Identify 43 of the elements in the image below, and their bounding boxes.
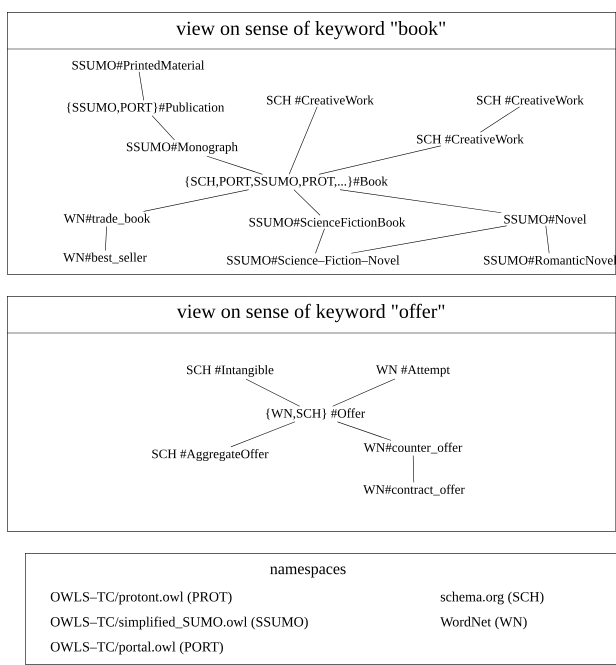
connector-line xyxy=(332,378,396,407)
concept-label: SSUMO#Monograph xyxy=(126,142,238,154)
connector-line xyxy=(246,378,300,407)
connector-line xyxy=(351,225,507,254)
connector-line xyxy=(206,156,263,175)
concept-label: SCH #CreativeWork xyxy=(477,95,584,105)
connector-line xyxy=(315,228,325,254)
connector-line xyxy=(318,146,442,175)
concept-label: WN #Attempt xyxy=(376,365,450,377)
concept-label: WN#trade_book xyxy=(64,214,150,224)
connector-line xyxy=(546,225,550,254)
connector-line xyxy=(480,106,520,132)
connector-line xyxy=(294,189,320,216)
connector-line xyxy=(340,189,502,214)
concept-label: WN#best_seller xyxy=(63,252,147,264)
connector-line xyxy=(230,421,296,448)
concept-label: SCH #AggregateOffer xyxy=(152,449,268,461)
concept-label: {SCH,PORT,SSUMO,PROT,...}#Book xyxy=(185,176,388,188)
concept-label: SSUMO#PrintedMaterial xyxy=(72,60,204,70)
connector-line xyxy=(143,189,249,212)
connector-line xyxy=(152,115,175,140)
concept-label: SCH #CreativeWork xyxy=(267,95,374,105)
connector-line xyxy=(105,226,107,251)
concept-label: WN#contract_offer xyxy=(363,484,465,496)
connector-line xyxy=(288,106,318,175)
namespace-entry: OWLS–TC/portal.owl (PORT) xyxy=(50,642,223,654)
concept-label: SCH #CreativeWork xyxy=(417,134,524,144)
concept-label: SSUMO#Science–Fiction–Novel xyxy=(227,255,400,265)
concept-label: {SSUMO,PORT}#Publication xyxy=(66,102,224,114)
namespace-entry: OWLS–TC/simplified_SUMO.owl (SSUMO) xyxy=(50,616,308,630)
concept-label: SCH #Intangible xyxy=(187,365,274,377)
concept-label: {WN,SCH} #Offer xyxy=(266,408,366,420)
namespace-entry: schema.org (SCH) xyxy=(440,592,544,604)
namespaces-box xyxy=(25,553,616,665)
connector-line xyxy=(412,455,414,483)
namespace-entry: OWLS–TC/protont.owl (PROT) xyxy=(50,592,232,604)
connector-line xyxy=(138,71,144,101)
box-heading: namespaces xyxy=(270,566,346,578)
concept-label: WN#counter_offer xyxy=(364,442,462,454)
concept-label: SSUMO#ScienceFictionBook xyxy=(250,217,406,227)
namespace-entry: WordNet (WN) xyxy=(440,616,527,630)
connector-line xyxy=(337,421,392,441)
concept-label: SSUMO#Novel xyxy=(504,214,586,224)
